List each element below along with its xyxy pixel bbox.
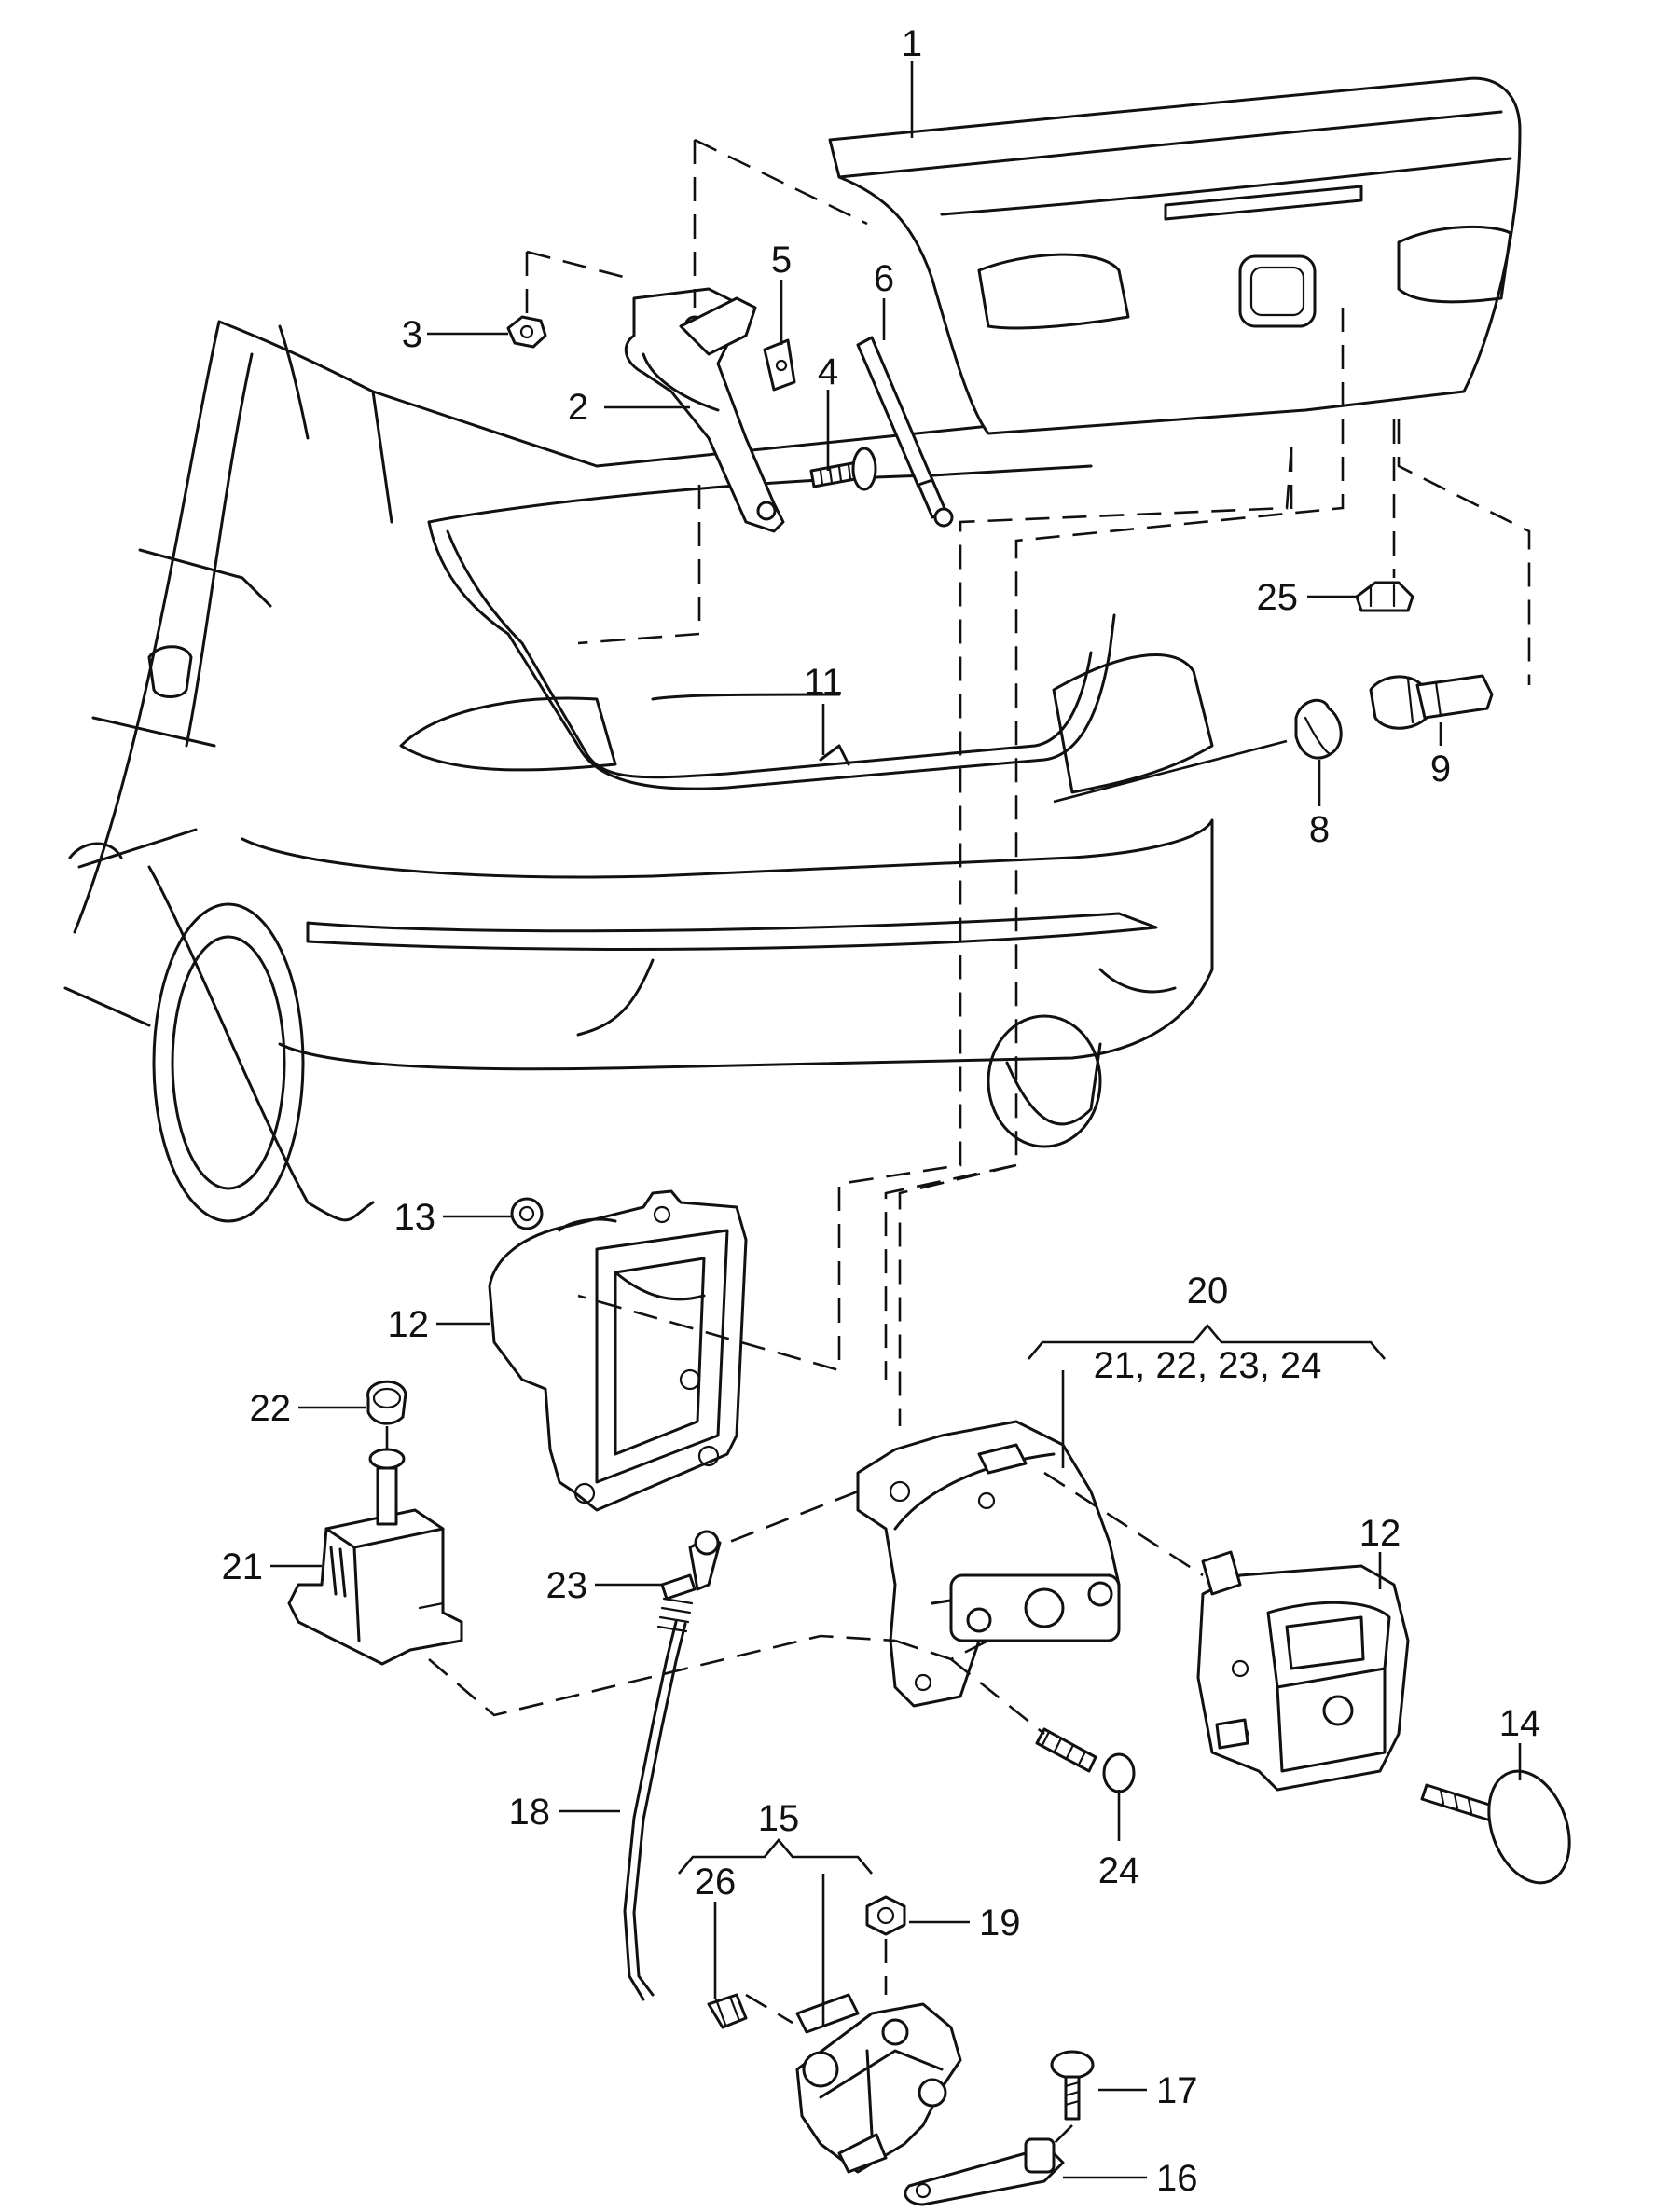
callout-2: 2 [568, 387, 588, 428]
lock-latch-15 [795, 1993, 962, 2174]
buffer-9 [1369, 674, 1494, 730]
callout-26: 26 [695, 1862, 737, 1903]
callout-23: 23 [546, 1565, 588, 1606]
lock-actuator-21 [287, 1448, 463, 1666]
gas-strut-6 [856, 336, 954, 528]
cap-8 [1294, 698, 1343, 760]
callout-17: 17 [1156, 2070, 1198, 2111]
callout-15: 15 [758, 1798, 800, 1839]
callout-20-sublist: 21, 22, 23, 24 [1094, 1345, 1322, 1386]
callout-6: 6 [874, 258, 894, 299]
handle-frame-12-upper [488, 1189, 748, 1512]
clip-26 [707, 1993, 748, 2029]
handle-12-lower [1196, 1550, 1410, 1792]
hinge [624, 287, 785, 533]
callout-20: 20 [1187, 1271, 1229, 1312]
bolt-4 [809, 447, 877, 491]
buffer-25 [1355, 581, 1414, 612]
car-body [63, 320, 1214, 1223]
callout-21: 21 [222, 1546, 264, 1587]
callout-22: 22 [250, 1388, 292, 1429]
seal-11-joint [819, 744, 850, 766]
callout-4: 4 [818, 351, 838, 392]
callout-3: 3 [402, 314, 422, 355]
callout-13: 13 [394, 1197, 436, 1238]
callout-16: 16 [1156, 2158, 1198, 2199]
callout-12-lower: 12 [1359, 1513, 1401, 1554]
lock-housing-20 [856, 1420, 1121, 1708]
bracket-16 [904, 2137, 1065, 2206]
screw-24 [1035, 1727, 1136, 1793]
key-14 [1420, 1769, 1571, 1885]
callout-1: 1 [902, 23, 922, 64]
callout-8: 8 [1309, 809, 1330, 850]
callout-labels: 1 2 3 4 5 6 8 9 11 12 12 13 14 15 16 17 … [222, 23, 1541, 2199]
callout-11: 11 [804, 662, 843, 703]
cable-18 [623, 1597, 694, 2001]
callout-25: 25 [1257, 577, 1299, 618]
callout-24: 24 [1098, 1850, 1140, 1891]
leader-lines [270, 61, 1522, 2179]
callout-12-upper: 12 [388, 1304, 430, 1345]
callout-19: 19 [979, 1903, 1021, 1944]
clip-5 [763, 338, 796, 392]
nut-13 [510, 1197, 544, 1230]
assembly-lines [385, 138, 1531, 2145]
callout-9: 9 [1430, 749, 1451, 790]
nut-19 [865, 1895, 906, 1936]
trunk-lid [828, 76, 1522, 435]
callout-14: 14 [1499, 1703, 1541, 1744]
nut-3 [506, 315, 547, 349]
screw-17 [1050, 2050, 1095, 2121]
gromet-22 [366, 1380, 407, 1425]
cable-link-23 [660, 1530, 722, 1601]
callout-5: 5 [771, 240, 792, 281]
callout-18: 18 [509, 1792, 551, 1833]
